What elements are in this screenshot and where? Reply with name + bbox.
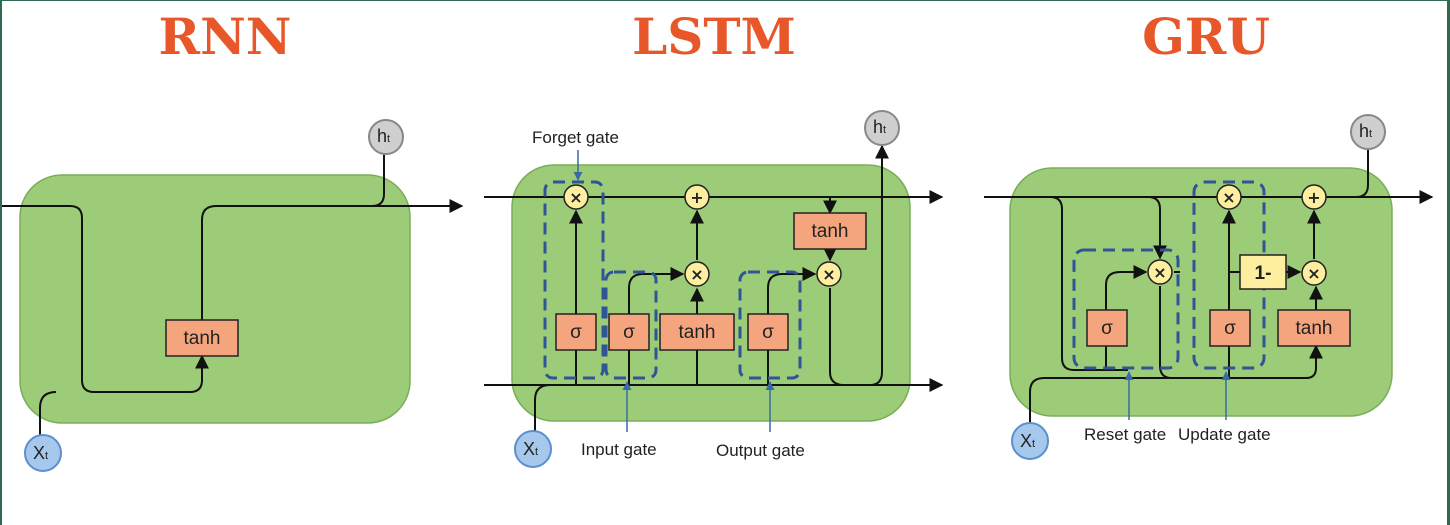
gru-update-multiply-icon [1216,184,1242,210]
lstm-i-out [628,267,685,314]
rnn-xt-label: Xt [33,443,48,463]
lstm-forget-multiply-sign: × [569,188,582,207]
lstm-forget-sigma: σ [570,322,582,343]
gru-reset-gate-region [1072,248,1180,370]
gru-h-branch [1049,196,1128,371]
gru-one-minus-box [1239,254,1287,290]
lstm-output-multiply-sign: × [822,265,835,284]
gru-mix-multiply-sign: × [1307,264,1320,283]
gru-tanh-label: tanh [1296,318,1333,339]
lstm-input-multiply-icon [684,261,710,287]
gru-add-icon [1301,184,1327,210]
lstm-input-sigma-box [608,313,650,351]
rnn-ht-node [368,119,404,155]
gru-reset-sigma: σ [1101,318,1113,339]
rnn-cell [19,174,411,424]
gru-ht-node [1350,114,1386,150]
rnn-ht-label: ht [377,126,390,146]
gru-diagram: σ σ tanh 1- × × + × Reset gate Update ga… [984,114,1434,460]
lstm-add-sign: + [690,188,703,207]
gru-update-sigma: σ [1224,318,1236,339]
lstm-forget-gate-region [543,180,605,380]
rnn-xt-node [24,434,62,472]
gru-to-reset-mult [1147,196,1167,260]
gru-update-gate-region [1192,180,1266,370]
gru-reset-down [1159,286,1173,379]
rnn-hidden-in-line [0,205,209,393]
lstm-x-line [534,384,551,438]
gru-add-sign: + [1307,188,1320,207]
lstm-forget-multiply-icon [563,184,589,210]
lstm-title: LSTM [632,7,796,66]
rnn-x-line [39,391,57,438]
gru-update-gate-label: Update gate [1178,425,1271,444]
gru-reset-multiply-icon [1147,259,1173,285]
gru-r-out [1105,265,1148,310]
gru-reset-multiply-sign: × [1153,263,1166,282]
gru-tanh-box [1277,309,1351,347]
gru-mix-multiply-icon [1301,260,1327,286]
rnn-h-line [371,152,385,207]
lstm-input-sigma: σ [623,322,635,343]
gru-xt-label: Xt [1020,431,1035,451]
gru-h-up [1355,150,1369,198]
gru-one-minus: 1- [1255,263,1272,284]
lstm-forget-sigma-box [555,313,597,351]
lstm-tanh-gate: tanh [679,322,716,343]
gru-reset-gate-label: Reset gate [1084,425,1166,444]
gru-update-multiply-sign: × [1222,188,1235,207]
lstm-h-up [869,144,889,386]
gru-title: GRU [1142,7,1270,66]
lstm-input-gate-label: Input gate [581,440,657,459]
lstm-o-out [767,267,817,314]
lstm-tanh-cell-box [793,212,867,250]
gru-reset-sigma-box [1086,309,1128,347]
gru-ht-label: ht [1359,121,1372,141]
lstm-output-sigma: σ [762,322,774,343]
rnn-diagram: tanh ht Xt [0,119,464,472]
rnn-title: RNN [159,7,292,66]
gru-update-sigma-box [1209,309,1251,347]
gru-x-line [1029,344,1323,426]
lstm-ht-label: ht [873,117,886,137]
lstm-ht-node [864,110,900,146]
lstm-diagram: σ σ tanh σ tanh × + × × Forget gate Inpu… [484,110,944,468]
rnn-output-line [201,199,464,320]
lstm-xt-node [514,430,552,468]
lstm-add-icon [684,184,710,210]
lstm-tanh-cell: tanh [812,221,849,242]
lstm-output-multiply-icon [816,261,842,287]
lstm-forget-gate-label: Forget gate [532,128,619,147]
rnn-tanh-label: tanh [184,328,221,349]
lstm-xt-label: Xt [523,439,538,459]
lstm-output-gate-label: Output gate [716,441,805,460]
gru-xt-node [1011,422,1049,460]
lstm-x-down [829,288,845,386]
rnn-tanh-box [165,319,239,357]
lstm-input-multiply-sign: × [690,265,703,284]
lstm-output-gate-region [738,270,802,380]
lstm-tanh-gate-box [659,313,735,351]
lstm-output-sigma-box [747,313,789,351]
